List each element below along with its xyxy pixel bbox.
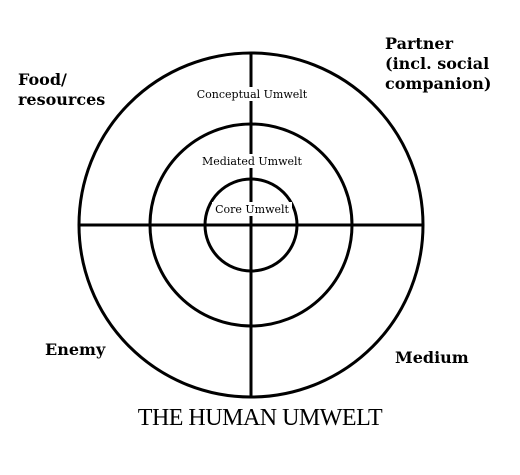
quadrant-label-partner: Partner (incl. social companion) <box>385 34 492 93</box>
conceptual-label-backdrop <box>196 87 308 101</box>
mediated-label-backdrop <box>198 154 306 168</box>
core-label-backdrop <box>212 202 292 216</box>
ring-label-conceptual: Conceptual Umwelt <box>197 88 308 101</box>
ring-label-mediated: Mediated Umwelt <box>202 155 303 168</box>
quadrant-label-medium: Medium <box>395 348 469 367</box>
diagram-title: THE HUMAN UMWELT <box>137 405 383 431</box>
quadrant-label-food: Food/ resources <box>18 70 106 109</box>
ring-label-core: Core Umwelt <box>215 203 289 216</box>
quadrant-label-enemy: Enemy <box>45 340 106 359</box>
